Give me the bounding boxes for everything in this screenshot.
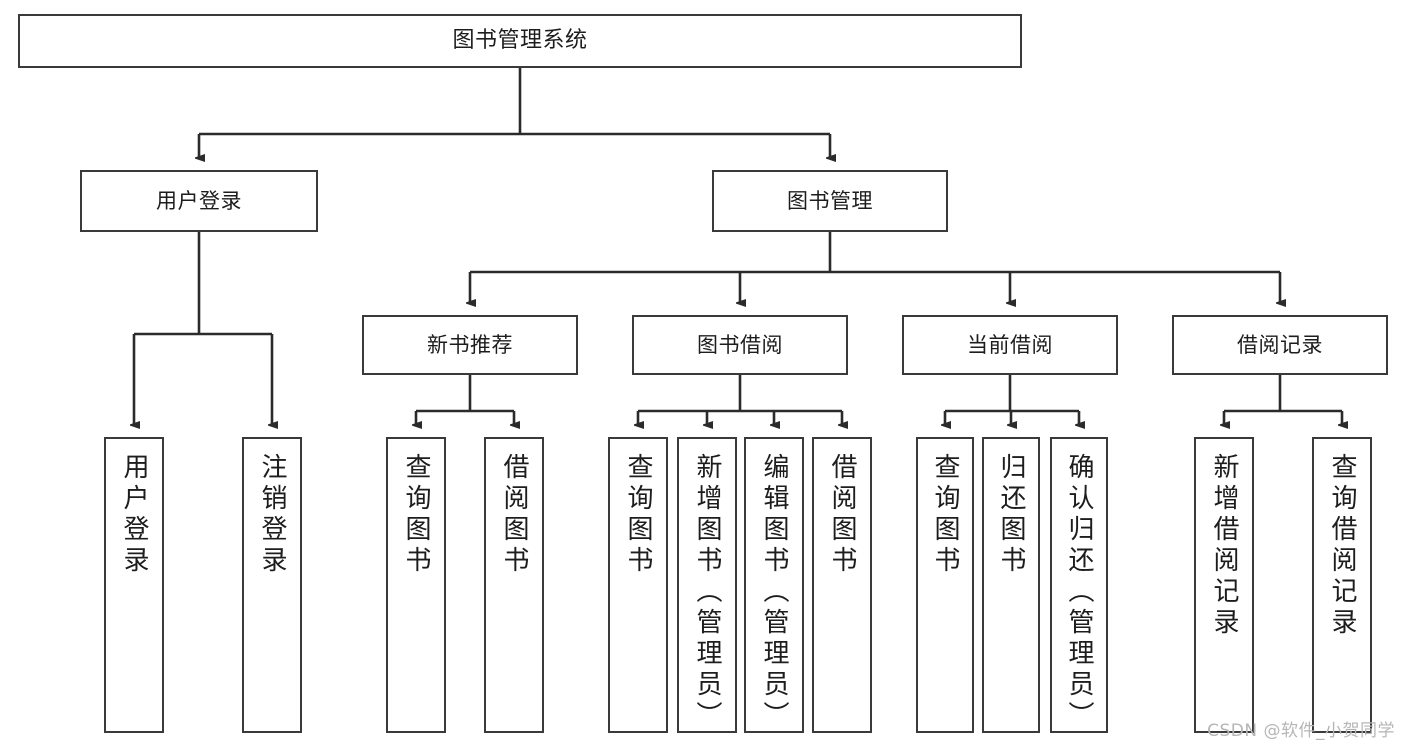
- leaf-add-book-admin[interactable]: 新增图书（管理员）: [677, 437, 737, 733]
- leaf-query-book-borrow[interactable]: 查询图书: [608, 437, 668, 733]
- leaf-query-borrow-record[interactable]: 查询借阅记录: [1312, 437, 1372, 733]
- leaf-query-book-current[interactable]: 查询图书: [916, 437, 974, 733]
- node-book-borrow-label: 图书借阅: [697, 332, 783, 357]
- leaf-edit-book-admin-label: 编辑图书（管理员）: [759, 453, 789, 732]
- node-new-book-recommend-label: 新书推荐: [427, 332, 513, 357]
- node-book-management-label: 图书管理: [787, 188, 873, 213]
- leaf-query-book-recommend-label: 查询图书: [401, 453, 431, 577]
- leaf-logout[interactable]: 注销登录: [242, 437, 302, 733]
- leaf-return-book[interactable]: 归还图书: [982, 437, 1040, 733]
- node-user-login[interactable]: 用户登录: [80, 170, 318, 232]
- leaf-borrow-book-recommend-label: 借阅图书: [499, 453, 529, 577]
- node-root-label: 图书管理系统: [452, 28, 588, 54]
- leaf-user-login[interactable]: 用户登录: [104, 437, 164, 733]
- leaf-query-book-current-label: 查询图书: [930, 453, 960, 577]
- node-book-borrow[interactable]: 图书借阅: [632, 315, 848, 375]
- node-new-book-recommend[interactable]: 新书推荐: [362, 315, 578, 375]
- leaf-user-login-label: 用户登录: [119, 453, 149, 577]
- watermark: CSDN @软件_小贺同学: [1207, 721, 1395, 741]
- node-root[interactable]: 图书管理系统: [18, 14, 1022, 68]
- node-user-login-label: 用户登录: [156, 188, 242, 213]
- leaf-confirm-return-admin-label: 确认归还（管理员）: [1064, 453, 1094, 732]
- node-book-management[interactable]: 图书管理: [712, 170, 948, 232]
- leaf-query-book-borrow-label: 查询图书: [623, 453, 653, 577]
- leaf-query-borrow-record-label: 查询借阅记录: [1327, 453, 1357, 639]
- leaf-add-borrow-record[interactable]: 新增借阅记录: [1194, 437, 1254, 733]
- leaf-edit-book-admin[interactable]: 编辑图书（管理员）: [744, 437, 804, 733]
- leaf-query-book-recommend[interactable]: 查询图书: [386, 437, 446, 733]
- node-current-borrow-label: 当前借阅: [967, 332, 1053, 357]
- leaf-add-book-admin-label: 新增图书（管理员）: [692, 453, 722, 732]
- node-borrow-record-label: 借阅记录: [1237, 332, 1323, 357]
- leaf-confirm-return-admin[interactable]: 确认归还（管理员）: [1050, 437, 1108, 733]
- leaf-borrow-book-recommend[interactable]: 借阅图书: [484, 437, 544, 733]
- node-current-borrow[interactable]: 当前借阅: [902, 315, 1118, 375]
- leaf-borrow-book-label: 借阅图书: [827, 453, 857, 577]
- leaf-return-book-label: 归还图书: [996, 453, 1026, 577]
- leaf-add-borrow-record-label: 新增借阅记录: [1209, 453, 1239, 639]
- node-borrow-record[interactable]: 借阅记录: [1172, 315, 1388, 375]
- leaf-borrow-book[interactable]: 借阅图书: [812, 437, 872, 733]
- leaf-logout-label: 注销登录: [257, 453, 287, 577]
